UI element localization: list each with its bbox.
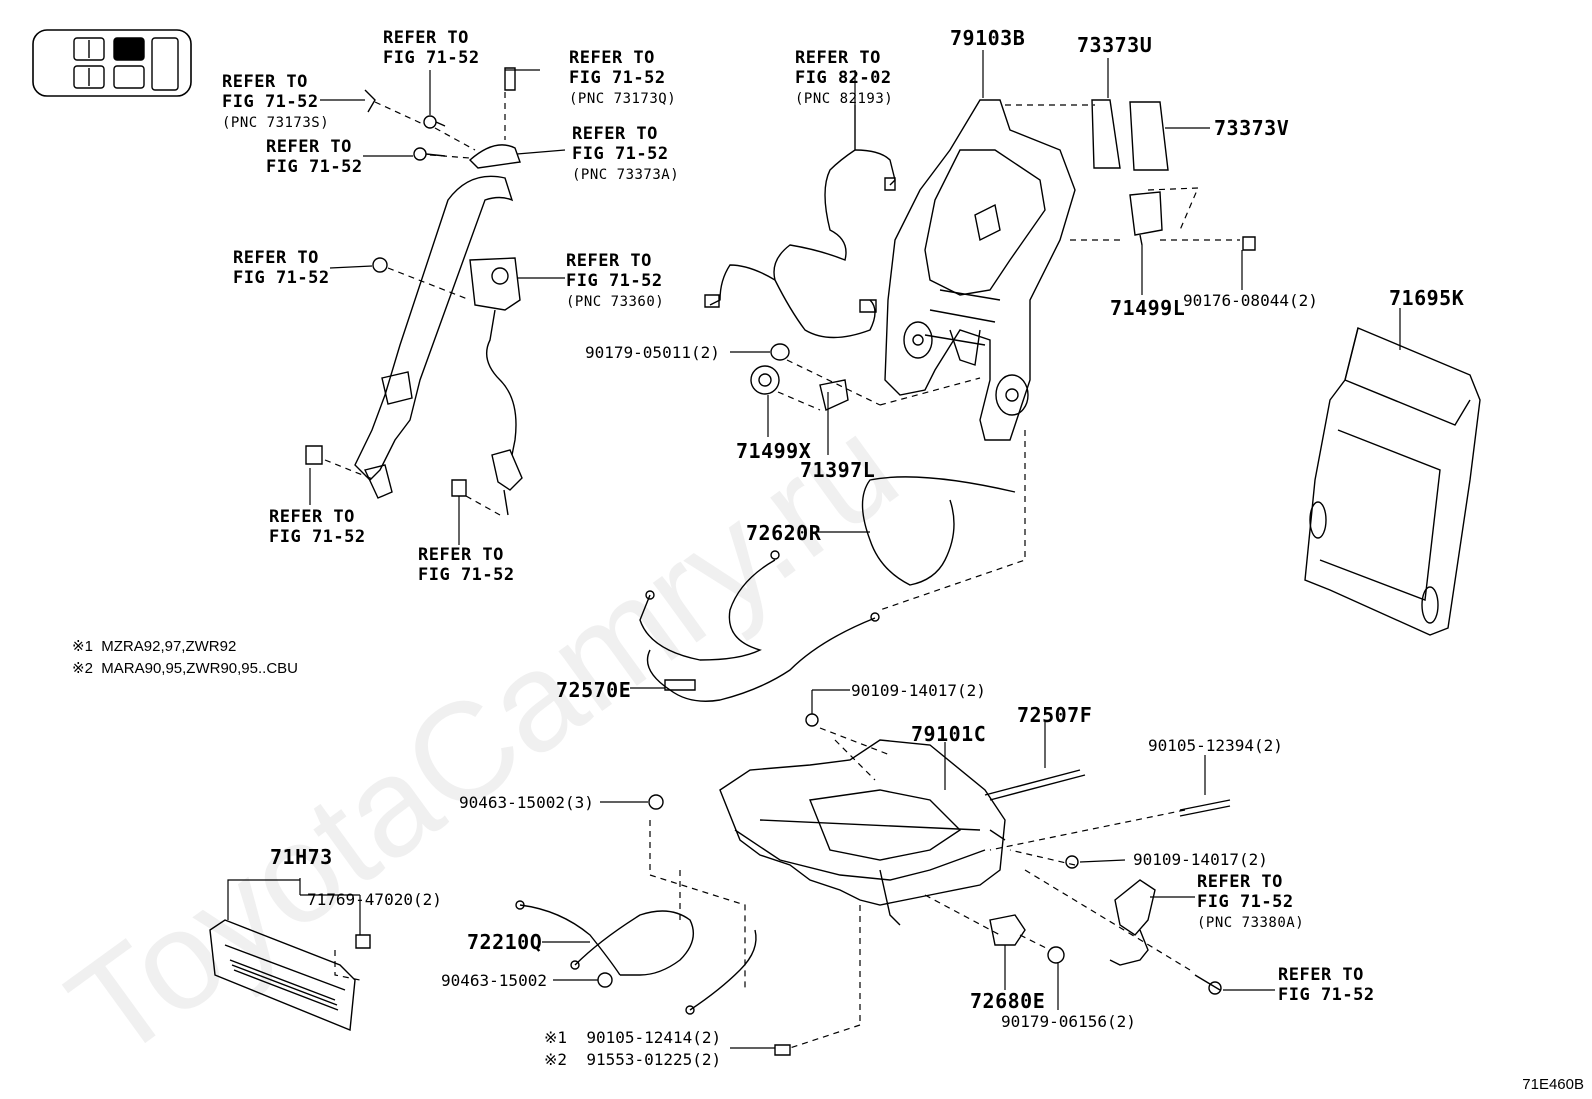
rod-part (985, 770, 1230, 816)
part-number-90179-05011: 90179-05011(2) (585, 343, 720, 362)
part-number-90105-12414: ※1 90105-12414(2) (544, 1028, 722, 1047)
seatbelt-assembly-part (306, 68, 522, 515)
part-number-73373U: 73373U (1077, 33, 1153, 57)
seat-cushion-frame-part (720, 714, 1005, 925)
seatback-pad-part (1305, 328, 1480, 635)
seat-position-icon (33, 30, 191, 96)
bushing-parts (751, 344, 848, 410)
part-number-90176-08044: 90176-08044(2) (1183, 291, 1318, 310)
seatback-frame-part (885, 100, 1075, 440)
buckle-and-bracket-parts (775, 856, 1221, 1055)
part-number-71H73: 71H73 (270, 845, 333, 869)
part-number-90105-12394: 90105-12394(2) (1148, 736, 1283, 755)
applicability-note-2: ※2 MARA90,95,ZWR90,95..CBU (72, 660, 299, 677)
part-number-90463-15002-3: 90463-15002(3) (459, 793, 594, 812)
part-number-72507F: 72507F (1017, 703, 1093, 727)
part-number-73373V: 73373V (1214, 116, 1290, 140)
applicability-note-1: ※1 MZRA92,97,ZWR92 (72, 638, 237, 655)
part-number-71499X: 71499X (736, 439, 812, 463)
leader-lines (228, 50, 1400, 1048)
part-number-90109-14017-b: 90109-14017(2) (1133, 850, 1268, 869)
dashed-guide-lines (325, 92, 1240, 1048)
part-number-79101C: 79101C (911, 722, 987, 746)
part-number-90463-15002: 90463-15002 (441, 971, 547, 990)
wire-harness-part (705, 105, 895, 338)
part-number-71397L: 71397L (800, 458, 876, 482)
part-number-71499L: 71499L (1110, 296, 1186, 320)
part-number-72570E: 72570E (556, 678, 632, 702)
release-cable-parts (640, 477, 1015, 701)
part-number-72680E: 72680E (970, 989, 1046, 1013)
part-number-71769-47020: 71769-47020(2) (307, 890, 442, 909)
cover-part (210, 920, 370, 1030)
part-number-90109-14017-a: 90109-14017(2) (851, 681, 986, 700)
part-number-72210Q: 72210Q (467, 930, 543, 954)
lower-cable-parts (516, 795, 756, 1014)
figure-id: 71E460B (1522, 1076, 1584, 1093)
part-number-91553-01225: ※2 91553-01225(2) (544, 1050, 722, 1069)
part-number-72620R: 72620R (746, 521, 822, 545)
part-number-90179-06156: 90179-06156(2) (1001, 1012, 1136, 1031)
headrest-support-part (1092, 100, 1255, 250)
part-number-79103B: 79103B (950, 26, 1026, 50)
part-number-71695K: 71695K (1389, 286, 1465, 310)
